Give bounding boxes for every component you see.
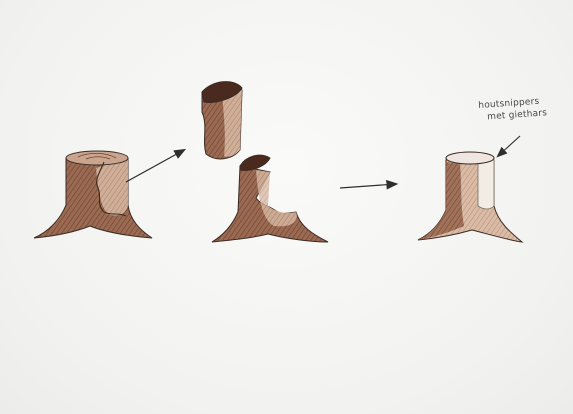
stump-filled-top xyxy=(446,152,494,164)
arrow-icon xyxy=(126,150,184,182)
stump-filled-dark-side xyxy=(418,162,464,240)
arrow-icon xyxy=(498,136,520,156)
stump-filled xyxy=(418,152,522,242)
stump-hollowed xyxy=(212,155,328,242)
removed-wood-piece xyxy=(202,82,242,159)
arrow-icon xyxy=(340,184,396,188)
stump-original xyxy=(34,151,152,238)
stump-filled-resin xyxy=(478,158,494,209)
stump-original-body xyxy=(34,158,152,238)
stump-hollowed-top xyxy=(240,155,270,170)
stump-hollowed-body xyxy=(212,166,328,242)
